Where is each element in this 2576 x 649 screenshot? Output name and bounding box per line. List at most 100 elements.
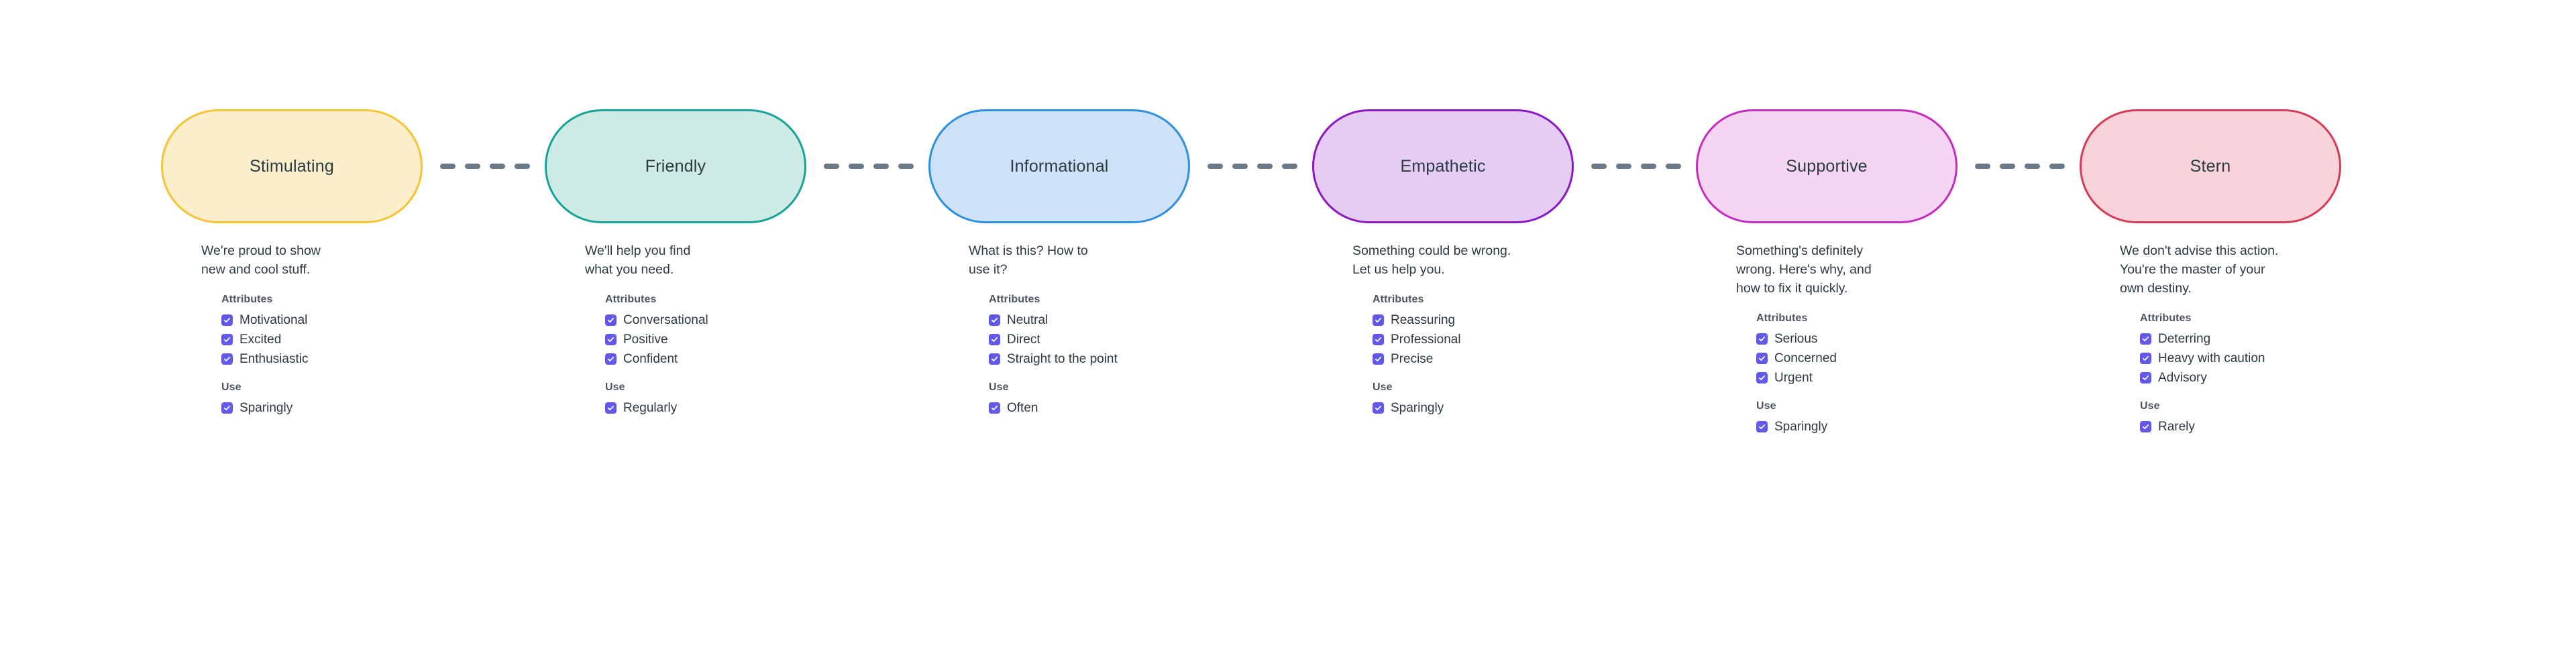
use-item[interactable]: Often — [989, 400, 1190, 416]
dashed-connector-icon — [809, 164, 928, 169]
tone-pill[interactable]: Empathetic — [1312, 109, 1574, 223]
attributes-item-label: Neutral — [1007, 312, 1049, 327]
attributes-heading: Attributes — [221, 294, 273, 305]
connector-dash — [1208, 164, 1223, 169]
attributes-item[interactable]: Excited — [221, 331, 423, 348]
attributes-heading: Attributes — [1373, 294, 1424, 305]
check-icon[interactable] — [1373, 402, 1384, 414]
tone-description: We're proud to show new and cool stuff. — [201, 243, 321, 277]
attributes-item[interactable]: Professional — [1373, 331, 1574, 348]
connector-dash — [1616, 164, 1631, 169]
connector-dash — [1666, 164, 1681, 169]
attributes-item[interactable]: Urgent — [1756, 369, 1957, 386]
attributes-item[interactable]: Precise — [1373, 351, 1574, 367]
tone-pill-label: Empathetic — [1400, 156, 1486, 176]
attributes-item[interactable]: Confident — [605, 351, 806, 367]
attributes-item-label: Reassuring — [1391, 312, 1456, 327]
check-icon[interactable] — [989, 402, 1000, 414]
check-icon[interactable] — [221, 402, 233, 414]
check-icon[interactable] — [221, 314, 233, 326]
tone-pill[interactable]: Stern — [2080, 109, 2341, 223]
attributes-item-label: Direct — [1007, 332, 1040, 347]
tone-pill[interactable]: Friendly — [545, 109, 806, 223]
use-item[interactable]: Regularly — [605, 400, 806, 416]
attributes-item[interactable]: Neutral — [989, 312, 1190, 329]
attributes-item-label: Heavy with caution — [2158, 351, 2265, 365]
check-icon[interactable] — [2140, 353, 2151, 364]
attributes-item[interactable]: Reassuring — [1373, 312, 1574, 329]
attributes-item[interactable]: Heavy with caution — [2140, 350, 2341, 367]
attributes-item[interactable]: Deterring — [2140, 331, 2341, 347]
check-icon[interactable] — [221, 334, 233, 345]
attributes-item[interactable]: Direct — [989, 331, 1190, 348]
attributes-item[interactable]: Positive — [605, 331, 806, 348]
tone-pill[interactable]: Stimulating — [161, 109, 423, 223]
use-item-label: Sparingly — [1774, 419, 1828, 434]
check-icon[interactable] — [605, 314, 616, 326]
use-item-label: Rarely — [2158, 419, 2195, 434]
use-item[interactable]: Sparingly — [221, 400, 423, 416]
tone-pill[interactable]: Informational — [928, 109, 1190, 223]
use-item-label: Often — [1007, 400, 1038, 415]
check-icon[interactable] — [1756, 353, 1768, 364]
check-icon[interactable] — [2140, 333, 2151, 345]
attributes-item-label: Precise — [1391, 351, 1434, 366]
use-item[interactable]: Sparingly — [1373, 400, 1574, 416]
check-icon[interactable] — [989, 314, 1000, 326]
check-icon[interactable] — [605, 334, 616, 345]
check-icon[interactable] — [221, 353, 233, 365]
use-item[interactable]: Sparingly — [1756, 418, 1957, 435]
check-icon[interactable] — [1756, 333, 1768, 345]
attributes-item[interactable]: Concerned — [1756, 350, 1957, 367]
tone-pill[interactable]: Supportive — [1696, 109, 1957, 223]
dashed-connector-icon — [1193, 164, 1312, 169]
check-icon[interactable] — [2140, 372, 2151, 384]
check-icon[interactable] — [989, 334, 1000, 345]
tone-pill-label: Informational — [1010, 156, 1109, 176]
check-icon[interactable] — [1373, 314, 1384, 326]
attributes-item[interactable]: Advisory — [2140, 369, 2341, 386]
connector-dash — [2025, 164, 2040, 169]
check-icon[interactable] — [989, 353, 1000, 365]
dashed-connector-icon — [1576, 164, 1696, 169]
attributes-item[interactable]: Enthusiastic — [221, 351, 423, 367]
check-icon[interactable] — [605, 353, 616, 365]
check-icon[interactable] — [2140, 421, 2151, 432]
check-icon[interactable] — [605, 402, 616, 414]
attributes-heading: Attributes — [1756, 312, 1808, 324]
attributes-item-label: Advisory — [2158, 370, 2207, 385]
check-icon[interactable] — [1373, 353, 1384, 365]
connector-dash — [1257, 164, 1273, 169]
attributes-item[interactable]: Straight to the point — [989, 351, 1190, 367]
check-icon[interactable] — [1756, 421, 1768, 432]
attributes-item[interactable]: Motivational — [221, 312, 423, 329]
tone-description: Something could be wrong. Let us help yo… — [1352, 243, 1511, 277]
use-heading: Use — [1373, 381, 1393, 393]
attributes-item[interactable]: Conversational — [605, 312, 806, 329]
connector-dash — [1591, 164, 1607, 169]
check-icon[interactable] — [1373, 334, 1384, 345]
dashed-connector-icon — [1960, 164, 2080, 169]
attributes-item[interactable]: Serious — [1756, 331, 1957, 347]
attributes-item-label: Positive — [623, 332, 668, 347]
use-item[interactable]: Rarely — [2140, 418, 2341, 435]
connector-dash — [1282, 164, 1297, 169]
check-icon[interactable] — [1756, 372, 1768, 384]
tone-description: What is this? How to use it? — [969, 243, 1088, 277]
use-item-label: Sparingly — [1391, 400, 1444, 415]
attributes-item-label: Confident — [623, 351, 678, 366]
tone-pill-label: Friendly — [645, 156, 706, 176]
dashed-connector-icon — [425, 164, 545, 169]
attributes-item-label: Conversational — [623, 312, 708, 327]
